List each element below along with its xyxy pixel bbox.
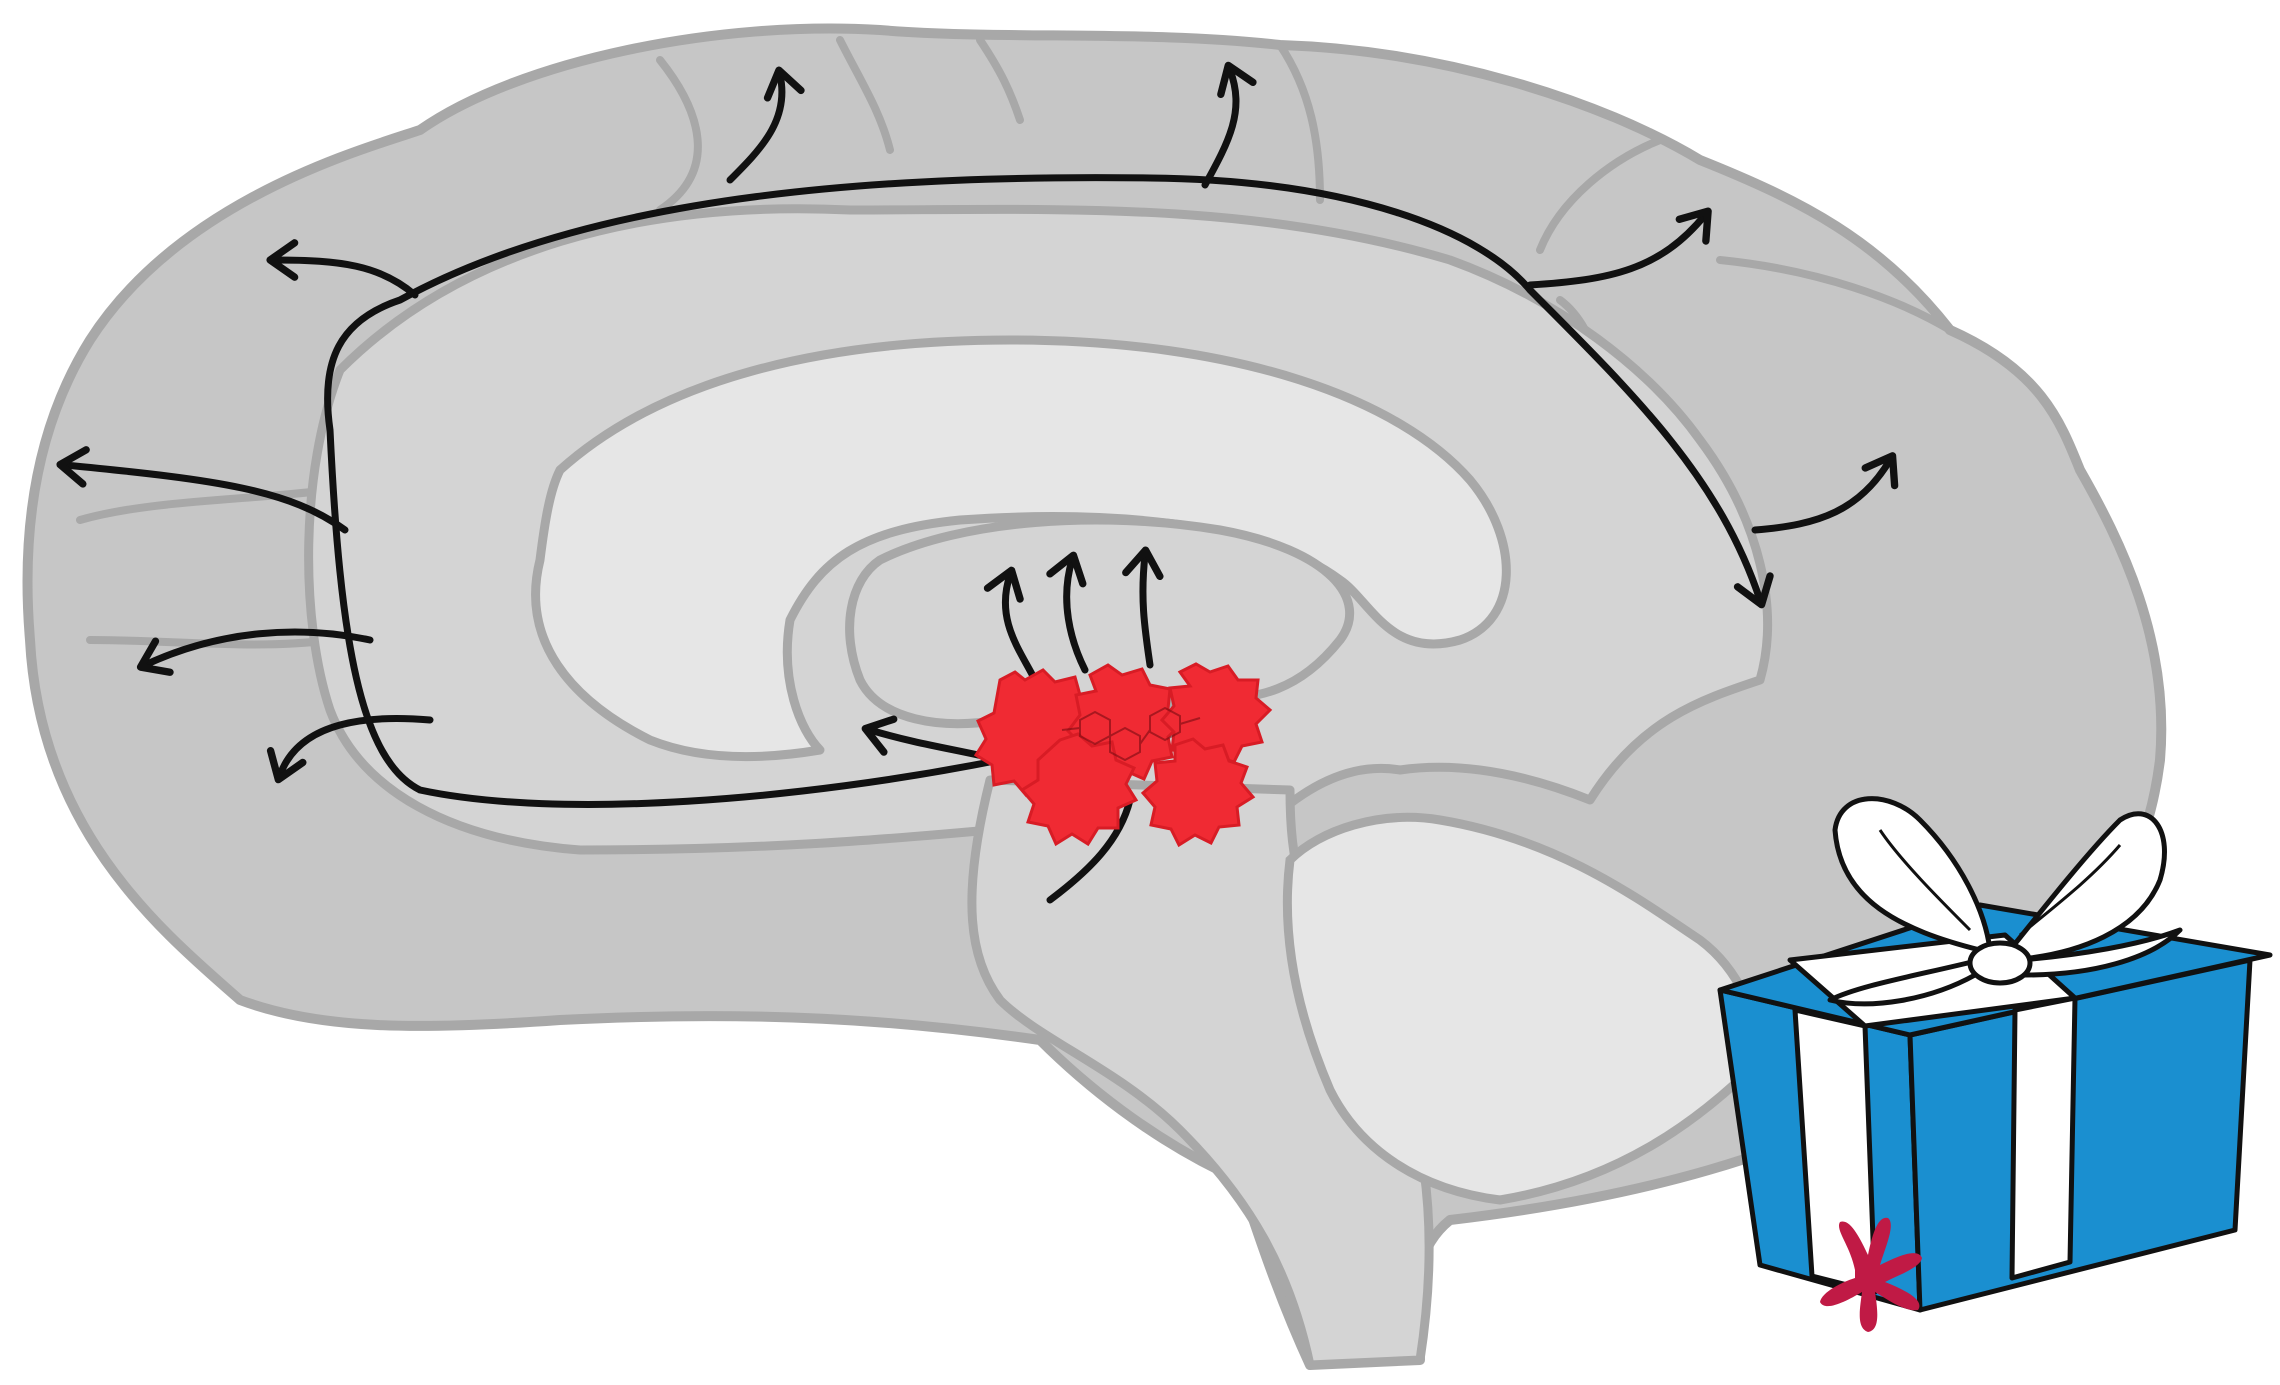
diagram-canvas bbox=[0, 0, 2280, 1385]
brain-illustration bbox=[0, 0, 2280, 1385]
